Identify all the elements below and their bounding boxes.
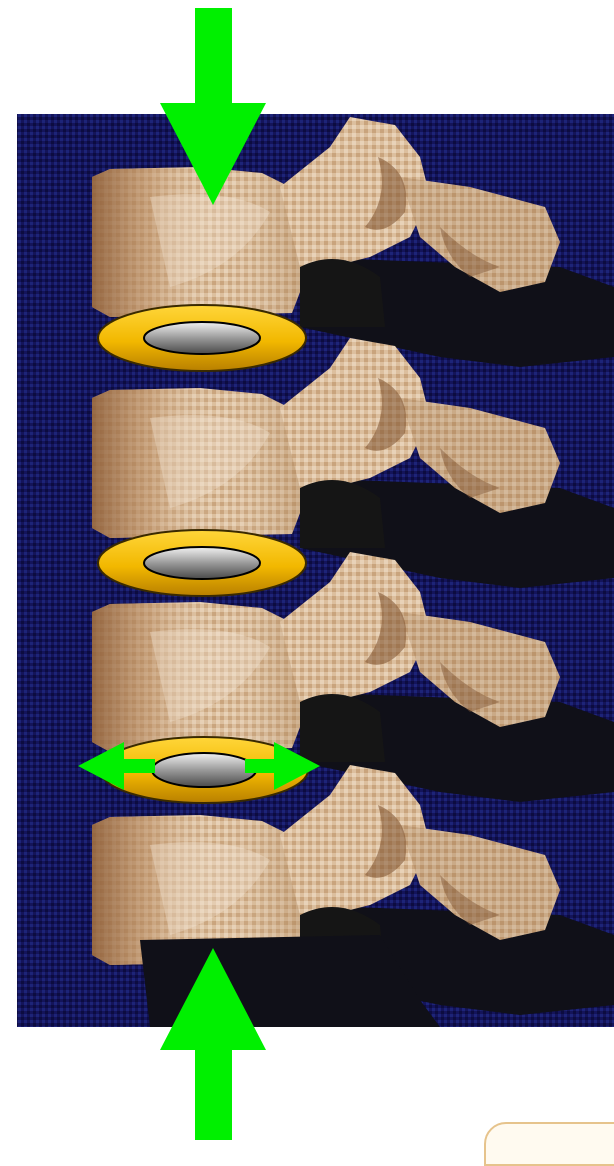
intervertebral-disc-2 [98, 530, 306, 596]
nucleus-pulposus [144, 322, 260, 354]
spine-compression-diagram [0, 0, 614, 1140]
corner-tab [484, 1122, 614, 1166]
intervertebral-disc-1 [98, 305, 306, 371]
nucleus-pulposus [144, 547, 260, 579]
nucleus-pulposus [152, 753, 256, 787]
